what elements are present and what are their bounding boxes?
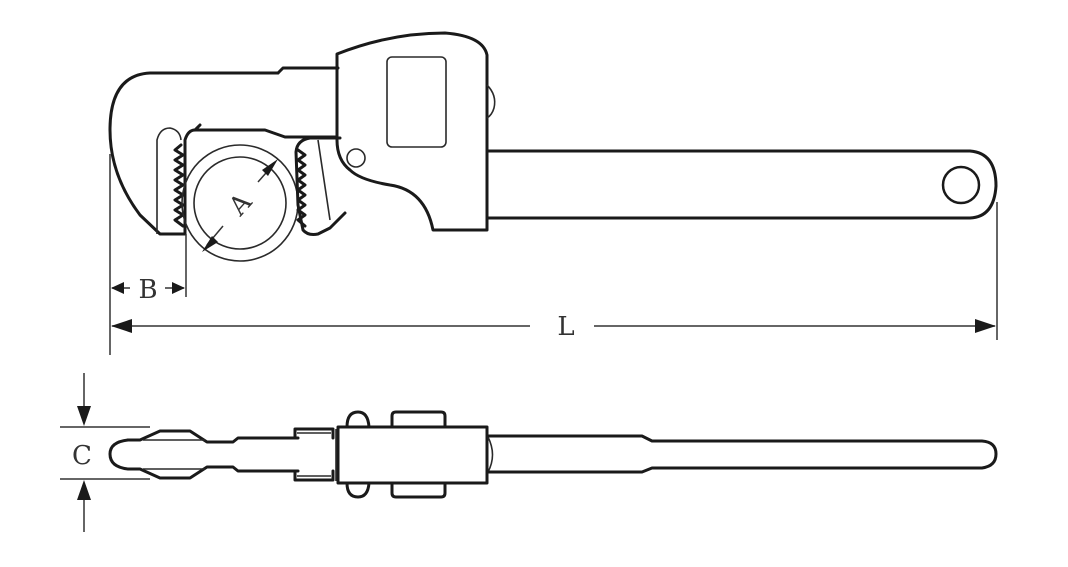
arrow-b-left xyxy=(111,282,124,294)
top-view-housing xyxy=(336,425,489,485)
top-view-pin-bump-bottom xyxy=(345,481,371,499)
arrow-c-top xyxy=(77,406,91,426)
wrench-top-view xyxy=(108,410,998,499)
dimension-label-c: C xyxy=(72,441,92,471)
top-view-dimension-c: C xyxy=(60,373,150,532)
housing-window xyxy=(386,56,447,148)
top-view-jaw xyxy=(108,438,300,480)
top-view-pin-bump-top xyxy=(345,410,371,429)
top-view-nut-bottom xyxy=(390,481,447,499)
arrow-c-bottom xyxy=(77,480,91,500)
arrow-l-right xyxy=(975,319,996,333)
dimension-label-l: L xyxy=(557,312,574,342)
movable-jaw-teeth xyxy=(296,148,307,228)
upper-jaw-teeth xyxy=(173,143,185,228)
arrow-a-lower xyxy=(202,236,218,252)
adjusting-nut xyxy=(486,84,496,119)
pivot-pin xyxy=(346,148,366,168)
top-view-nut-top xyxy=(390,410,447,429)
top-view-collar xyxy=(293,427,335,440)
wrench-housing xyxy=(335,31,489,232)
dimension-label-a: A xyxy=(223,187,259,223)
hook-slot xyxy=(156,127,182,234)
arrow-b-right xyxy=(172,282,185,294)
handle-hanging-hole xyxy=(941,165,981,205)
wrench-handle xyxy=(485,149,998,220)
arrow-l-left xyxy=(111,319,132,333)
side-view-dimensions: B L xyxy=(109,154,998,355)
top-view-handle xyxy=(485,434,998,474)
dimension-label-b: B xyxy=(138,275,157,305)
wrench-side-view: A xyxy=(108,31,998,262)
hook-jaw xyxy=(108,71,338,236)
pipe-inner-circle xyxy=(193,156,287,250)
arrow-a-upper xyxy=(262,159,278,176)
